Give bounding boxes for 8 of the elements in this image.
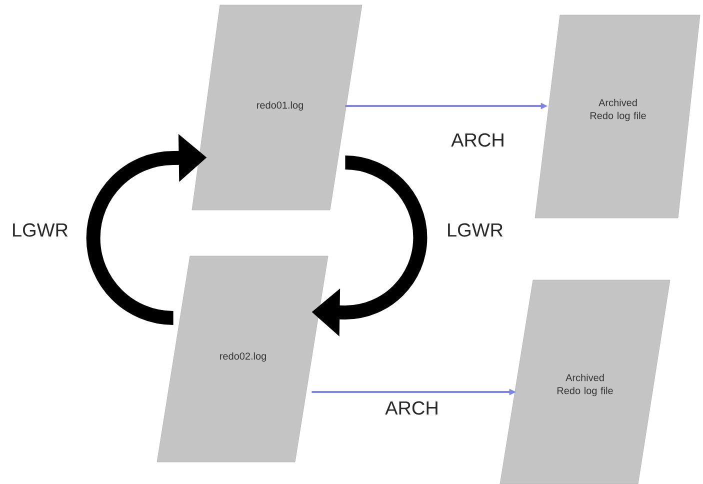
file-page: Archived Redo log file	[500, 280, 670, 484]
file-page: Archived Redo log file	[534, 14, 700, 218]
edge-label: ARCH	[384, 400, 440, 416]
file-page: redo01.log	[192, 4, 362, 210]
edge-label: ARCH	[450, 132, 506, 148]
file-page: redo02.log	[156, 256, 328, 462]
edge-label: LGWR	[10, 222, 70, 238]
edge-label: LGWR	[446, 222, 504, 238]
